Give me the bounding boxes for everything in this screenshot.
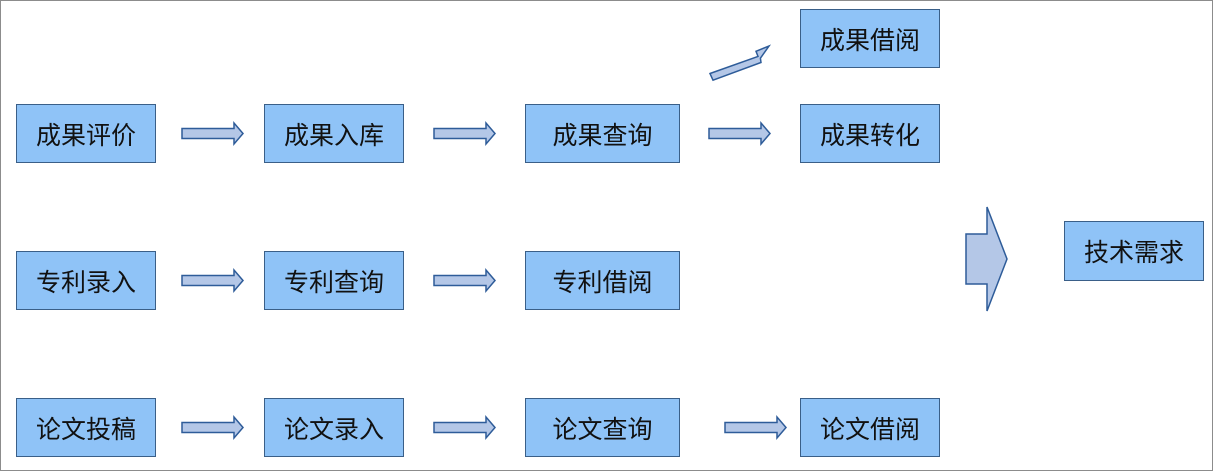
- node-paper-borrow: 论文借阅: [800, 398, 940, 457]
- arrow-eval-to-store: [181, 120, 244, 147]
- node-achievement-transformation: 成果转化: [800, 104, 940, 163]
- node-paper-entry: 论文录入: [264, 398, 404, 457]
- node-label: 成果借阅: [819, 25, 920, 55]
- arrow-patent-query-to-borrow: [433, 267, 496, 294]
- node-patent-entry: 专利录入: [16, 251, 156, 310]
- arrow-query-to-transform: [708, 120, 771, 147]
- arrow-store-to-query: [433, 120, 496, 147]
- node-achievement-evaluation: 成果评价: [16, 104, 156, 163]
- arrow-patent-entry-to-query: [181, 267, 244, 294]
- arrow-paper-query-to-borrow: [724, 414, 787, 441]
- node-patent-query: 专利查询: [264, 251, 404, 310]
- node-label: 成果评价: [35, 120, 136, 150]
- node-paper-query: 论文查询: [525, 398, 680, 457]
- node-achievement-borrow: 成果借阅: [800, 9, 940, 68]
- node-label: 专利录入: [35, 267, 136, 297]
- node-achievement-storage: 成果入库: [264, 104, 404, 163]
- node-label: 专利借阅: [552, 267, 653, 297]
- arrow-paper-entry-to-query: [433, 414, 496, 441]
- node-achievement-query: 成果查询: [525, 104, 680, 163]
- arrow-paper-submit-to-entry: [181, 414, 244, 441]
- node-label: 成果查询: [552, 120, 653, 150]
- node-label: 论文录入: [283, 414, 384, 444]
- node-paper-submission: 论文投稿: [16, 398, 156, 457]
- node-label: 技术需求: [1083, 238, 1184, 267]
- node-label: 论文投稿: [35, 414, 136, 444]
- arrow-to-tech-demand: [965, 206, 1008, 312]
- node-label: 成果入库: [283, 120, 384, 150]
- node-tech-demand: 技术需求: [1064, 221, 1204, 281]
- arrow-query-to-borrow: [708, 44, 772, 82]
- node-label: 论文借阅: [819, 414, 920, 444]
- node-label: 专利查询: [283, 267, 384, 297]
- node-patent-borrow: 专利借阅: [525, 251, 680, 310]
- node-label: 论文查询: [552, 414, 653, 444]
- node-label: 成果转化: [819, 120, 920, 150]
